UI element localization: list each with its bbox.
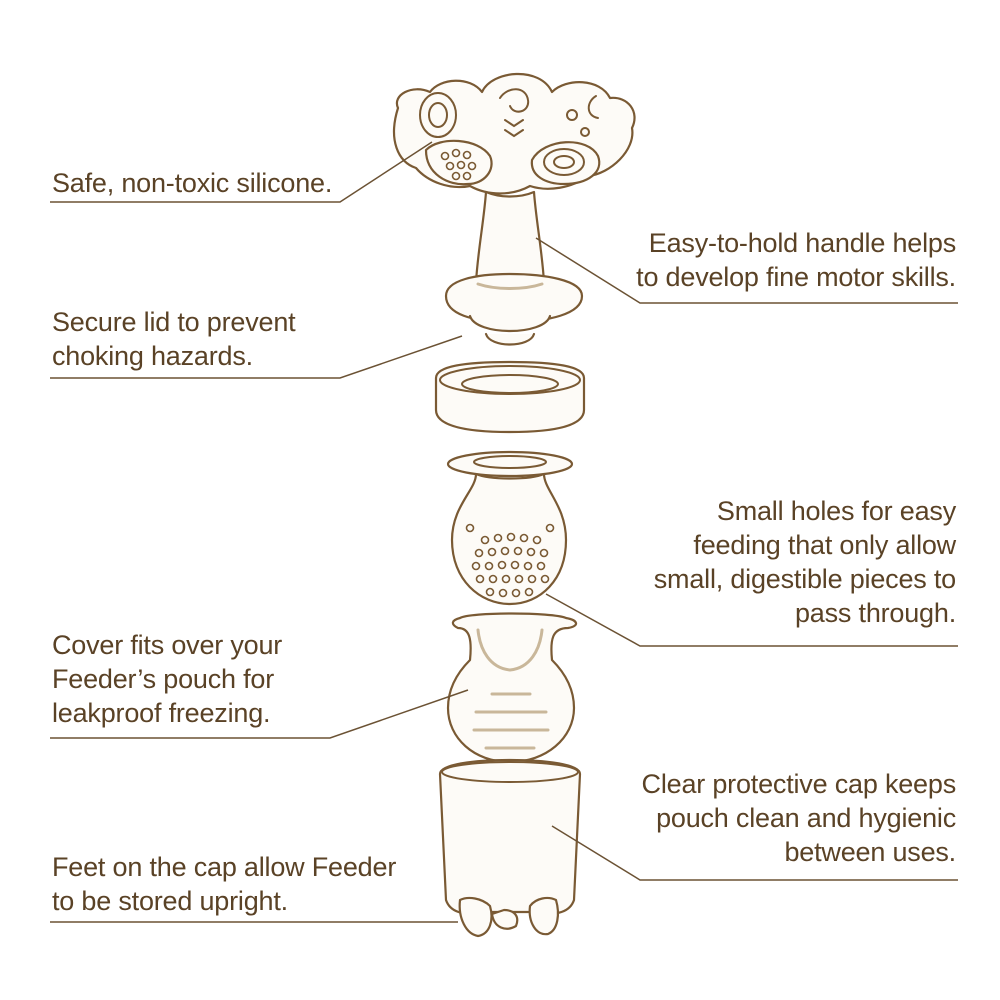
callout-text: small, digestible pieces to [653,564,956,594]
lid [444,272,584,346]
callout-text: Clear protective cap keeps [641,769,957,799]
callout-text: pouch clean and hygienic [656,803,956,833]
callout-text: Small holes for easy [716,496,956,526]
callout-silicone: Safe, non-toxic silicone. [52,166,332,200]
callout-handle: Easy-to-hold handle helps to develop fin… [636,226,956,294]
callout-feet: Feet on the cap allow Feeder to be store… [52,850,396,918]
leader-handle [535,237,958,304]
callout-text: Easy-to-hold handle helps [648,228,956,258]
callout-lid: Secure lid to prevent choking hazards. [52,305,296,373]
callout-text: Feeder’s pouch for [52,664,275,694]
callout-cover: Cover fits over your Feeder’s pouch for … [52,628,282,730]
handle [474,190,546,284]
callout-text: feeding that only allow [693,530,956,560]
callout-cap: Clear protective cap keeps pouch clean a… [641,767,957,869]
leader-holes [545,593,958,647]
callout-text: Secure lid to prevent [52,307,296,337]
ring [434,360,586,434]
flower-teether [393,72,636,195]
leader-cap [551,825,958,881]
leader-silicone [50,141,433,203]
silicone-pouch [446,450,574,606]
cap-feet [458,896,559,938]
callout-text: choking hazards. [52,341,253,371]
callout-text: between uses. [784,837,956,867]
leader-cover [50,689,469,739]
pouch-holes [465,523,555,598]
callout-text: to be stored upright. [52,886,288,916]
callout-holes: Small holes for easy feeding that only a… [654,494,956,630]
callout-text: Feet on the cap allow Feeder [52,852,397,882]
callout-text: leakproof freezing. [52,698,271,728]
callout-text: to develop fine motor skills. [636,262,956,292]
callout-text: pass through. [794,598,956,628]
callout-text: Cover fits over your [52,630,283,660]
freezer-cover [446,612,578,764]
leader-lid [50,335,463,379]
callout-text: Safe, non-toxic silicone. [52,168,333,198]
leader-lines [50,141,958,923]
protective-cap [438,758,582,915]
